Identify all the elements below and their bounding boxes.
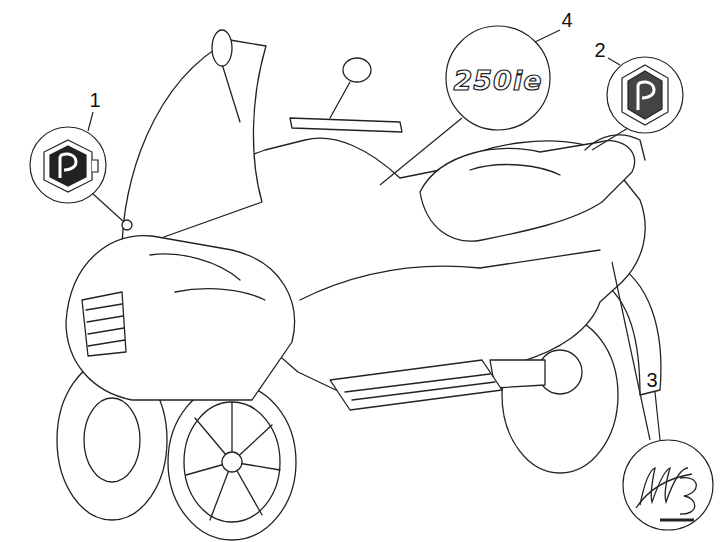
detail-circle bbox=[30, 127, 106, 203]
seat bbox=[420, 141, 635, 241]
leader-line bbox=[592, 128, 628, 150]
callout-number: 4 bbox=[561, 10, 572, 30]
body-line bbox=[300, 250, 600, 300]
leader-line bbox=[88, 112, 93, 131]
mirror-stem bbox=[330, 82, 350, 118]
mp3-logo bbox=[636, 468, 696, 520]
windshield bbox=[122, 40, 266, 252]
seat-line bbox=[470, 165, 560, 175]
callout-number: 2 bbox=[594, 40, 605, 60]
leader-line bbox=[535, 30, 560, 42]
front-wheel bbox=[168, 384, 296, 540]
brake-disc bbox=[84, 398, 140, 482]
rim bbox=[184, 402, 280, 522]
piaggio-emblem bbox=[44, 140, 98, 192]
callout-number: 3 bbox=[646, 370, 657, 390]
indicator bbox=[175, 289, 265, 300]
front-cowl bbox=[66, 236, 295, 400]
mirror bbox=[212, 30, 232, 66]
leader-line bbox=[92, 193, 124, 222]
leader-line bbox=[655, 392, 660, 440]
detail-circle bbox=[607, 57, 683, 133]
wheel-spokes bbox=[186, 402, 280, 520]
detail-circle bbox=[446, 26, 550, 130]
callout-number: 1 bbox=[89, 90, 100, 110]
leader-line bbox=[612, 262, 650, 440]
grab-rail bbox=[585, 135, 645, 160]
leader-line bbox=[380, 118, 462, 185]
mirror-stem bbox=[222, 64, 240, 122]
floorboard bbox=[330, 360, 502, 410]
handlebar bbox=[290, 118, 402, 132]
mirror bbox=[343, 58, 371, 82]
grille bbox=[82, 292, 126, 356]
grille-bars bbox=[86, 304, 125, 346]
floorboard-ribs bbox=[345, 374, 495, 400]
decal-text: 250ie bbox=[454, 67, 543, 94]
piaggio-emblem bbox=[622, 65, 668, 125]
detail-circle bbox=[623, 440, 713, 530]
leader-line bbox=[608, 58, 620, 65]
headlight bbox=[150, 254, 240, 280]
hub bbox=[222, 452, 242, 472]
